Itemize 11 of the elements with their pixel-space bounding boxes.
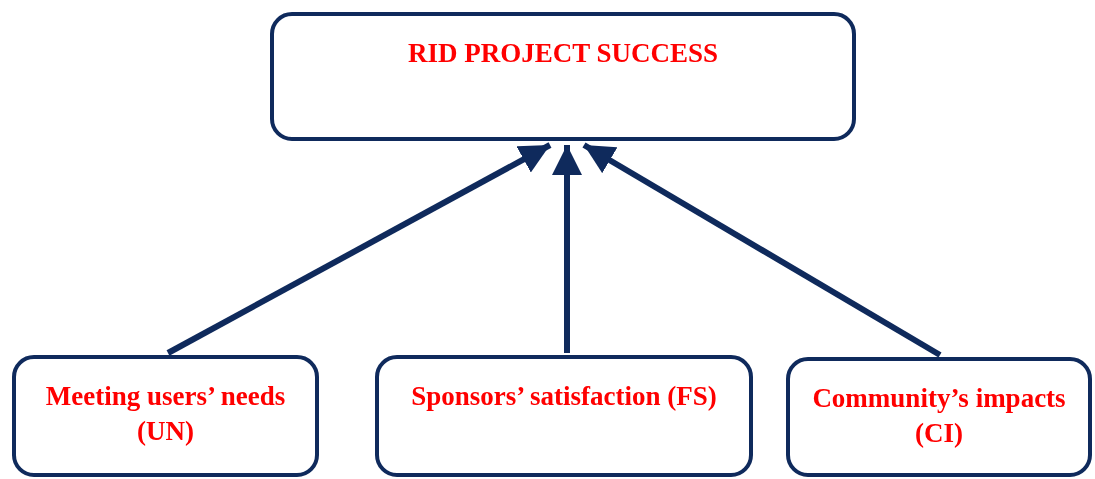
process-box (786, 357, 1092, 477)
arrow (166, 142, 552, 356)
box-label: RID PROJECT SUCCESS (407, 37, 719, 70)
process-box (270, 12, 856, 141)
box-label: Community’s impacts (CI) (811, 382, 1067, 450)
arrow (582, 142, 942, 358)
process-box (12, 355, 319, 477)
box-label: Sponsors’ satisfaction (FS) (411, 380, 717, 413)
process-box (375, 355, 753, 477)
arrow (552, 145, 582, 353)
box-label: Meeting users’ needs (UN) (44, 380, 287, 448)
